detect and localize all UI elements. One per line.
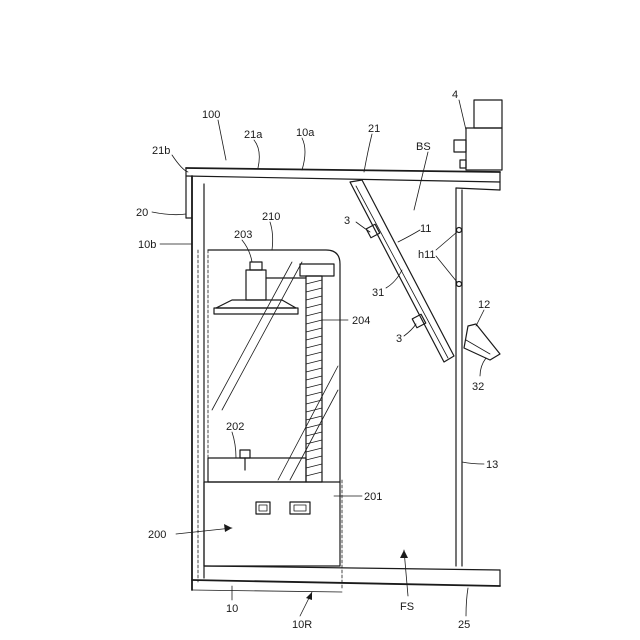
vat-screw-head: [240, 450, 250, 458]
cover-reflection-4: [290, 390, 338, 480]
printer-cover-top: [208, 250, 340, 482]
printer-base: [204, 482, 340, 566]
label-100: 100: [202, 109, 220, 121]
actuator-connector: [454, 140, 466, 152]
leader-203: [242, 240, 252, 262]
handle-edge: [466, 340, 490, 354]
leader-h11-b: [436, 256, 457, 282]
label-BS: BS: [416, 141, 431, 153]
label-21b: 21b: [152, 145, 170, 157]
leader-3b: [404, 324, 416, 336]
leader-4: [459, 100, 466, 130]
label-204: 204: [352, 315, 370, 327]
leader-20: [152, 212, 186, 215]
bottom-plate-lower: [192, 580, 500, 586]
leader-32: [480, 358, 486, 376]
label-11: 11: [420, 223, 431, 235]
top-plate-outer: [186, 168, 500, 172]
actuator-motor: [474, 100, 502, 128]
power-switch-toggle: [259, 505, 267, 511]
label-21: 21: [368, 123, 380, 135]
leader-10a: [302, 138, 305, 170]
arrowhead-200: [224, 524, 232, 532]
label-203: 203: [234, 229, 252, 241]
label-12: 12: [478, 299, 490, 311]
arrowhead-FS: [400, 550, 408, 558]
leader-25: [466, 588, 468, 616]
leader-202: [232, 432, 236, 458]
leader-3a: [356, 222, 370, 232]
leader-12: [476, 310, 484, 326]
platform-plate: [214, 308, 298, 314]
label-21a: 21a: [244, 129, 263, 141]
label-202: 202: [226, 421, 244, 433]
top-plate-inner: [186, 176, 500, 182]
platform-plate-top: [216, 300, 296, 308]
handle: [464, 324, 500, 360]
leader-21a: [254, 140, 259, 168]
platform-knob: [250, 262, 262, 270]
label-210: 210: [262, 211, 280, 223]
label-10b: 10b: [138, 239, 156, 251]
arrowhead-10R: [306, 592, 312, 600]
label-13: 13: [486, 459, 498, 471]
bottom-base-line: [192, 590, 342, 592]
leader-lines: [152, 100, 486, 616]
cover-reflection-1: [212, 262, 292, 410]
usb-port-slot: [294, 505, 306, 511]
usb-port: [290, 502, 310, 514]
label-FS: FS: [400, 601, 414, 613]
actuator-pin: [460, 160, 466, 168]
leader-31: [386, 270, 402, 288]
label-20: 20: [136, 207, 148, 219]
label-200: 200: [148, 529, 166, 541]
leader-21: [364, 134, 372, 172]
label-h11: h11: [418, 249, 436, 261]
top-plate-lip: [456, 188, 500, 190]
leader-13: [462, 462, 484, 464]
actuator-body: [466, 128, 502, 170]
label-201: 201: [364, 491, 382, 503]
label-10a: 10a: [296, 127, 315, 139]
leader-100: [218, 120, 226, 160]
column-cap: [300, 264, 334, 276]
cover-reflection-3: [278, 366, 338, 480]
label-25: 25: [458, 619, 470, 631]
power-switch: [256, 502, 270, 514]
label-3-upper: 3: [344, 215, 350, 227]
label-10: 10: [226, 603, 238, 615]
label-10R: 10R: [292, 619, 312, 631]
label-32: 32: [472, 381, 484, 393]
label-4: 4: [452, 89, 458, 101]
printer-unit: [204, 250, 340, 566]
platform-mount: [246, 270, 266, 300]
leader-h11-a: [436, 232, 457, 250]
lead-screw-thread: [306, 280, 322, 476]
leader-210: [270, 222, 273, 250]
label-31: 31: [372, 287, 384, 299]
label-3-lower: 3: [396, 333, 402, 345]
cover-reflection-2: [222, 262, 302, 410]
leader-11: [398, 230, 420, 242]
